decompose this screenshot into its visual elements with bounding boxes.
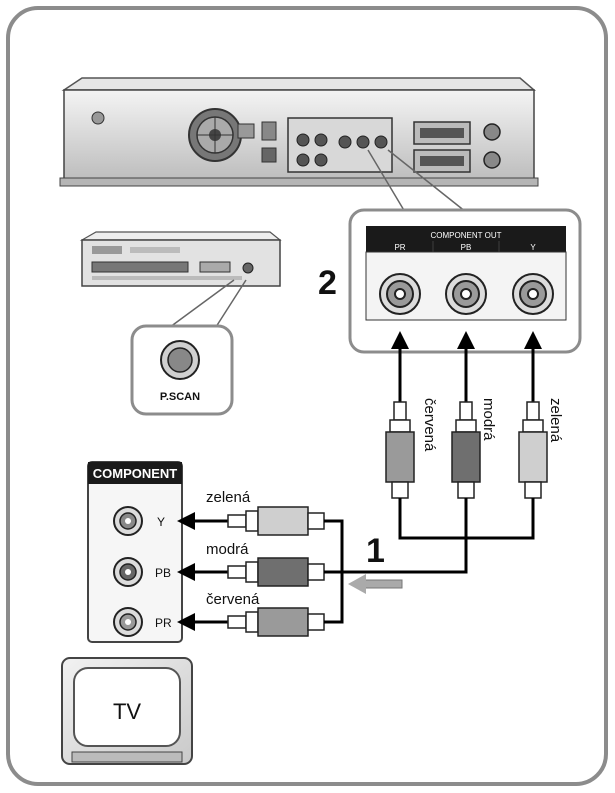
plug-red — [385, 401, 415, 499]
tv-label: TV — [113, 699, 141, 724]
component-out-port-y: Y — [530, 243, 536, 252]
tv-component-title: COMPONENT — [93, 466, 178, 481]
step-1-number: 1 — [366, 532, 385, 570]
tv-port-pr: PR — [155, 616, 172, 630]
tv-component-panel: COMPONENT Y PB PR — [87, 461, 183, 643]
rca-jack-icon — [445, 273, 487, 315]
plug-green — [227, 506, 325, 536]
cable-label-modra-vertical: modrá — [480, 398, 497, 441]
vertical-cables — [350, 331, 548, 574]
zoom-line — [213, 279, 247, 331]
rca-jack-icon — [113, 607, 143, 637]
component-out-port-pr: PR — [394, 243, 405, 252]
cable-label-zelena-horizontal: zelená — [206, 489, 251, 506]
cable-label-modra-horizontal: modrá — [206, 541, 249, 558]
pscan-label: P.SCAN — [160, 391, 200, 403]
component-out-port-pb: PB — [461, 243, 472, 252]
fan-icon — [188, 108, 242, 162]
rca-jack-icon — [113, 506, 143, 536]
plug-blue — [227, 557, 325, 587]
tv-port-y: Y — [157, 515, 165, 529]
recorder-front-panel — [79, 231, 282, 287]
plug-blue — [451, 401, 481, 499]
plug-green — [518, 401, 548, 499]
zoom-line — [367, 149, 406, 213]
rca-jack-icon — [512, 273, 554, 315]
rca-jack-icon — [379, 273, 421, 315]
tv-set: TV — [61, 657, 193, 765]
horizontal-cables — [177, 506, 350, 637]
plug-red — [227, 607, 325, 637]
pscan-callout: P.SCAN — [130, 324, 234, 416]
zoom-line — [165, 279, 235, 331]
cable-label-cervena-horizontal: červená — [206, 591, 260, 608]
zoom-line — [387, 149, 467, 213]
cable-label-zelena-vertical: zelená — [547, 398, 564, 443]
direction-arrow — [348, 574, 403, 594]
recorder-rear-panel — [59, 77, 539, 187]
tv-port-pb: PB — [155, 566, 171, 580]
step-2-number: 2 — [318, 264, 337, 302]
component-out-title: COMPONENT OUT — [431, 231, 502, 240]
cable-label-cervena-vertical: červená — [421, 398, 438, 452]
component-out-panel: COMPONENT OUT PR PB Y — [348, 208, 582, 354]
rca-jack-icon — [113, 557, 143, 587]
